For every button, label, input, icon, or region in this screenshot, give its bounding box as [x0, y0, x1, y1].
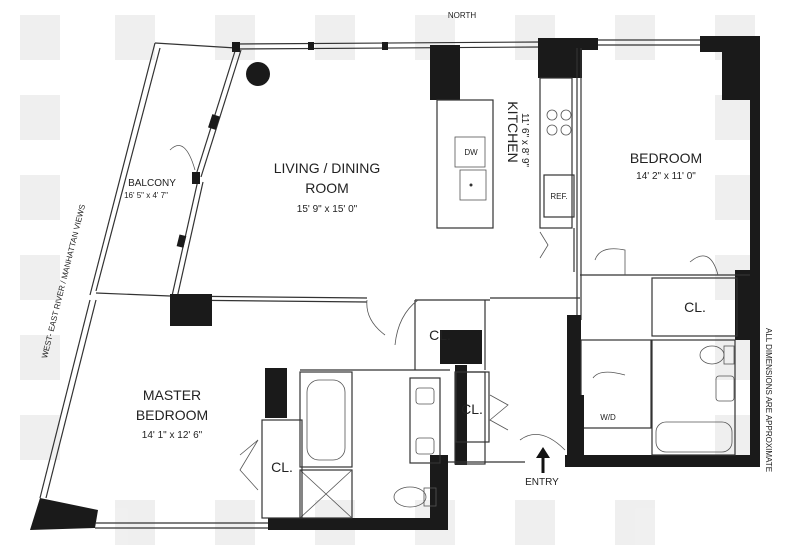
balcony-dims: 16' 5" x 4' 7" — [124, 191, 168, 200]
second-bath — [651, 339, 736, 456]
east-wall — [735, 36, 760, 466]
closets — [261, 371, 490, 519]
bedroom-name: BEDROOM — [630, 150, 702, 166]
south-walls — [30, 299, 760, 530]
closet-label-hall: CL. — [429, 327, 451, 343]
living-room-name-2: ROOM — [305, 180, 349, 196]
entry-arrow-icon — [536, 447, 550, 473]
closet-label-entry: CL. — [461, 401, 483, 417]
interior-walls — [169, 48, 750, 465]
kitchen-dims: 11' 6" x 8' 9" — [519, 113, 530, 168]
north-wall — [232, 36, 755, 100]
kitchen-area — [436, 77, 575, 272]
balcony-outline — [89, 42, 237, 297]
closet-label-bedroom: CL. — [684, 299, 706, 315]
dishwasher-label: DW — [464, 148, 478, 157]
master-bath — [299, 371, 441, 519]
window-wall-west — [171, 47, 242, 299]
living-room-name-1: LIVING / DINING — [274, 160, 381, 176]
bedroom-dims: 14' 2" x 11' 0" — [636, 171, 696, 182]
master-bedroom-name-1: MASTER — [143, 387, 201, 403]
balcony-name: BALCONY — [128, 178, 176, 189]
structural-column — [246, 62, 270, 86]
closet-label-master: CL. — [271, 459, 293, 475]
dimensions-note: ALL DIMENSIONS ARE APPROXIMATE — [764, 328, 773, 472]
north-label: NORTH — [448, 11, 477, 20]
kitchen-name: KITCHEN — [505, 101, 521, 162]
living-room-dims: 15' 9" x 15' 0" — [297, 204, 358, 215]
master-bedroom-dims: 14' 1" x 12' 6" — [142, 430, 203, 441]
door-swings — [169, 145, 719, 491]
master-bedroom-name-2: BEDROOM — [136, 407, 208, 423]
refrigerator-label: REF. — [550, 192, 567, 201]
entry-label: ENTRY — [525, 477, 559, 488]
washer-dryer-label: W/D — [600, 413, 616, 422]
